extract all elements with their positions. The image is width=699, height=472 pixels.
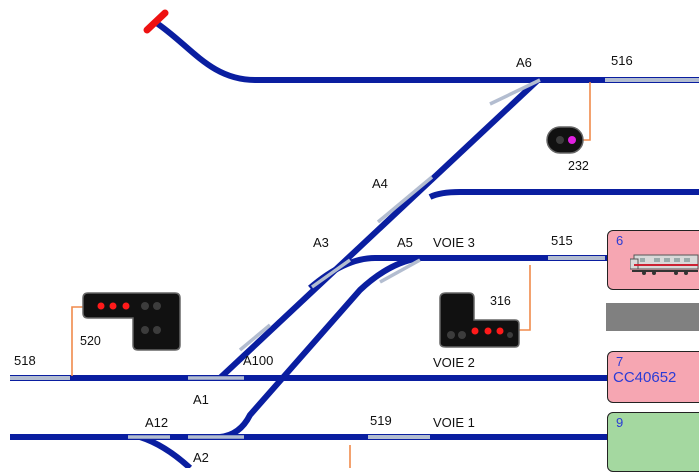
buffer-stop <box>143 9 169 34</box>
sensor-label-519: 519 <box>370 413 392 428</box>
track-label-voie-2: VOIE 2 <box>433 355 475 370</box>
sensor-label-515: 515 <box>551 233 573 248</box>
track-a4[interactable] <box>217 77 541 381</box>
signal-label-316: 316 <box>490 294 511 308</box>
sensor-label-516: 516 <box>611 53 633 68</box>
signal-232[interactable] <box>546 126 584 154</box>
train-number: 9 <box>616 415 624 430</box>
switch-blade-a4[interactable] <box>376 175 434 224</box>
wire-520 <box>71 306 84 376</box>
switch-label-a1: A1 <box>193 392 209 407</box>
switch-blade-a6[interactable] <box>489 78 541 106</box>
train-number: 6 <box>616 233 624 248</box>
train-card-7[interactable]: 7 CC40652 <box>607 351 699 403</box>
train-card-9[interactable]: 9 <box>607 412 699 472</box>
signal-label-232: 232 <box>568 159 589 173</box>
switch-label-a5: A5 <box>397 235 413 250</box>
track-label-voie-3: VOIE 3 <box>433 235 475 250</box>
locomotive-icon <box>630 254 699 275</box>
train-name: CC40652 <box>613 369 677 386</box>
wire-232 <box>582 82 591 141</box>
track-label-voie-1: VOIE 1 <box>433 415 475 430</box>
wire-316 <box>515 265 531 331</box>
track-a2-branch[interactable] <box>139 434 193 468</box>
track-upper-branch[interactable] <box>428 189 699 200</box>
switch-blade-a100[interactable] <box>238 323 272 352</box>
switch-blade-a5[interactable] <box>379 258 421 284</box>
signal-316[interactable] <box>439 292 520 348</box>
gray-block <box>606 303 699 331</box>
train-number: 7 <box>616 354 624 369</box>
track-siding-top[interactable] <box>153 19 699 83</box>
switch-label-a6: A6 <box>516 55 532 70</box>
signal-520[interactable] <box>82 292 181 351</box>
switch-label-a100: A100 <box>243 353 273 368</box>
switch-label-a4: A4 <box>372 176 388 191</box>
switch-label-a12: A12 <box>145 415 168 430</box>
switch-label-a3: A3 <box>313 235 329 250</box>
signal-label-520: 520 <box>80 334 101 348</box>
switch-blade-a3[interactable] <box>310 258 352 289</box>
track-a5-curve[interactable] <box>219 255 421 440</box>
sensor-label-518: 518 <box>14 353 36 368</box>
switch-label-a2: A2 <box>193 450 209 465</box>
train-card-6[interactable]: 6 <box>607 230 699 290</box>
